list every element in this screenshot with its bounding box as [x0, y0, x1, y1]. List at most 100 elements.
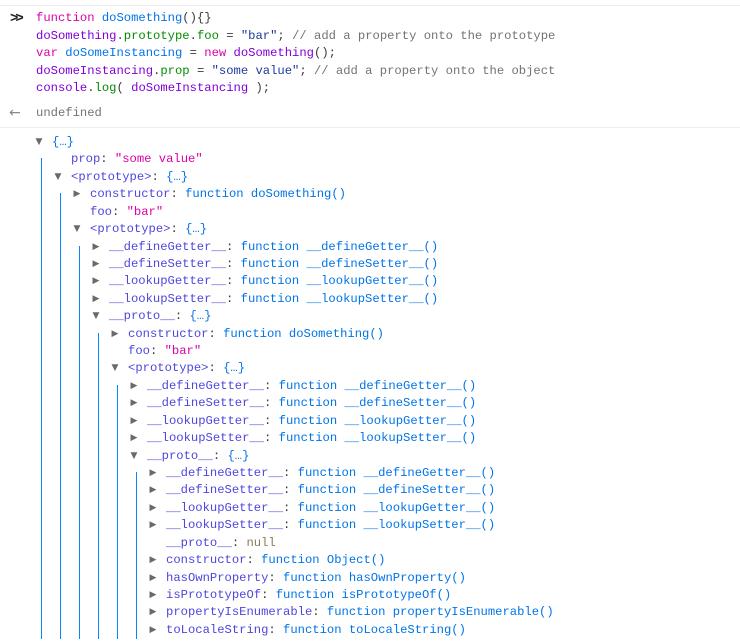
tree-node[interactable]: ▶__lookupGetter__: function __lookupGett…: [0, 412, 740, 431]
tree-node[interactable]: ▶__defineSetter__: function __defineSett…: [0, 255, 740, 274]
code-token: );: [248, 81, 271, 95]
collapsed-arrow-icon[interactable]: ▶: [92, 258, 100, 269]
expanded-arrow-icon[interactable]: ▼: [92, 311, 100, 322]
tree-node[interactable]: ▼<prototype>: {…}: [0, 221, 740, 239]
tree-guide-line: [60, 604, 61, 622]
collapsed-arrow-icon[interactable]: ▶: [130, 398, 138, 409]
collapsed-arrow-icon[interactable]: ▶: [92, 293, 100, 304]
code-token: .: [153, 63, 161, 78]
property-value: {…}: [227, 448, 250, 463]
collapsed-arrow-icon[interactable]: ▶: [130, 415, 138, 426]
tree-node[interactable]: ▼__proto__: {…}: [0, 447, 740, 466]
expanded-arrow-icon[interactable]: ▼: [35, 137, 43, 147]
tree-node[interactable]: ▶hasOwnProperty: function hasOwnProperty…: [0, 569, 740, 587]
tree-node[interactable]: ▶__defineSetter__: function __defineSett…: [0, 395, 740, 413]
tree-guide-line: [60, 325, 61, 344]
tree-node[interactable]: ▶__lookupSetter__: function __lookupSett…: [0, 290, 740, 309]
expanded-arrow-icon[interactable]: ▼: [111, 363, 119, 374]
code-token: function: [36, 11, 95, 25]
tree-guide-line: [41, 290, 42, 309]
tree-guide-line: [41, 325, 42, 344]
separator: :: [226, 274, 241, 289]
tree-guide-line: [41, 238, 42, 256]
code-token: [95, 11, 102, 25]
code-token: doSomething: [233, 46, 314, 60]
tree-node[interactable]: ▼__proto__: {…}: [0, 308, 740, 326]
collapsed-arrow-icon[interactable]: ▶: [149, 555, 157, 566]
tree-guide-line: [41, 158, 42, 169]
tree-guide-line: [60, 569, 61, 587]
code-token: "some value": [211, 63, 300, 78]
separator: :: [100, 152, 115, 167]
tree-guide-line: [41, 308, 42, 326]
tree-node[interactable]: ▶toLocaleString: function toLocaleString…: [0, 621, 740, 640]
collapsed-arrow-icon[interactable]: ▶: [149, 502, 157, 513]
tree-guide-line: [60, 412, 61, 431]
expanded-arrow-icon[interactable]: ▼: [73, 224, 81, 235]
tree-guide-line: [98, 482, 99, 500]
tree-guide-line: [60, 360, 61, 378]
property-value: function __lookupGetter__(): [278, 413, 477, 428]
collapsed-arrow-icon[interactable]: ▶: [149, 572, 157, 583]
tree-node[interactable]: ▶isPrototypeOf: function isPrototypeOf(): [0, 586, 740, 605]
collapsed-arrow-icon[interactable]: ▶: [111, 328, 119, 339]
code-block[interactable]: function doSomething(){}doSomething.prot…: [36, 10, 555, 98]
code-token: "bar": [240, 28, 278, 43]
tree-node[interactable]: ▶constructor: function Object(): [0, 552, 740, 570]
collapsed-arrow-icon[interactable]: ▶: [149, 468, 157, 479]
collapsed-arrow-icon[interactable]: ▶: [130, 380, 138, 391]
expanded-arrow-icon[interactable]: ▼: [130, 450, 138, 461]
property-value: function __defineGetter__(): [240, 239, 439, 254]
tree-node[interactable]: ▼<prototype>: {…}: [0, 168, 740, 187]
expanded-arrow-icon[interactable]: ▼: [54, 171, 62, 182]
tree-guide-line: [98, 569, 99, 587]
tree-guide-line: [98, 604, 99, 622]
tree-guide-line: [60, 465, 61, 483]
collapsed-arrow-icon[interactable]: ▶: [149, 485, 157, 496]
tree-guide-line: [98, 360, 99, 378]
tree-node[interactable]: ▶__defineSetter__: function __defineSett…: [0, 482, 740, 500]
collapsed-arrow-icon[interactable]: ▶: [73, 189, 81, 200]
tree-guide-line: [136, 621, 137, 640]
tree-node[interactable]: ▶__defineGetter__: function __defineGett…: [0, 465, 740, 483]
tree-node[interactable]: ▶__lookupSetter__: function __lookupSett…: [0, 517, 740, 535]
tree-node[interactable]: ▶propertyIsEnumerable: function property…: [0, 604, 740, 622]
tree-node[interactable]: ▶__defineGetter__: function __defineGett…: [0, 377, 740, 396]
separator: :: [264, 431, 279, 446]
property-value: "bar": [164, 344, 202, 359]
tree-node[interactable]: ▼ {…}: [0, 134, 740, 151]
tree-guide-line: [41, 168, 42, 187]
tree-guide-line: [79, 273, 80, 291]
collapsed-arrow-icon[interactable]: ▶: [149, 589, 157, 600]
tree-node[interactable]: ▶constructor: function doSomething(): [0, 325, 740, 344]
property-value: {…}: [189, 309, 212, 324]
collapsed-arrow-icon[interactable]: ▶: [130, 433, 138, 444]
property-value: function __defineGetter__(): [297, 466, 496, 481]
separator: :: [170, 187, 186, 202]
tree-node[interactable]: ▶__lookupSetter__: function __lookupSett…: [0, 430, 740, 448]
tree-node[interactable]: ▶__lookupGetter__: function __lookupGett…: [0, 499, 740, 518]
tree-guide-line: [117, 534, 118, 553]
tree-guide-line: [60, 395, 61, 413]
tree-node[interactable]: ▶__defineGetter__: function __defineGett…: [0, 238, 740, 256]
tree-guide-line: [117, 395, 118, 413]
tree-guide-line: [98, 395, 99, 413]
property-key: __lookupGetter__: [147, 413, 265, 428]
collapsed-arrow-icon[interactable]: ▶: [92, 276, 100, 287]
tree-guide-line: [41, 203, 42, 222]
tree-node[interactable]: ▶__lookupGetter__: function __lookupGett…: [0, 273, 740, 291]
property-value: "bar": [126, 204, 164, 219]
collapsed-arrow-icon[interactable]: ▶: [149, 607, 157, 618]
separator: :: [268, 622, 284, 637]
tree-guide-line: [60, 290, 61, 309]
tree-node[interactable]: ▶constructor: function doSomething(): [0, 186, 740, 204]
tree-guide-line: [60, 621, 61, 640]
collapsed-arrow-icon[interactable]: ▶: [149, 624, 157, 635]
tree-node[interactable]: ▼<prototype>: {…}: [0, 360, 740, 378]
property-value: {…}: [52, 135, 74, 149]
tree-guide-line: [79, 482, 80, 500]
collapsed-arrow-icon[interactable]: ▶: [149, 520, 157, 531]
tree-guide-line: [41, 255, 42, 274]
collapsed-arrow-icon[interactable]: ▶: [92, 241, 100, 252]
property-key: constructor: [128, 326, 209, 341]
